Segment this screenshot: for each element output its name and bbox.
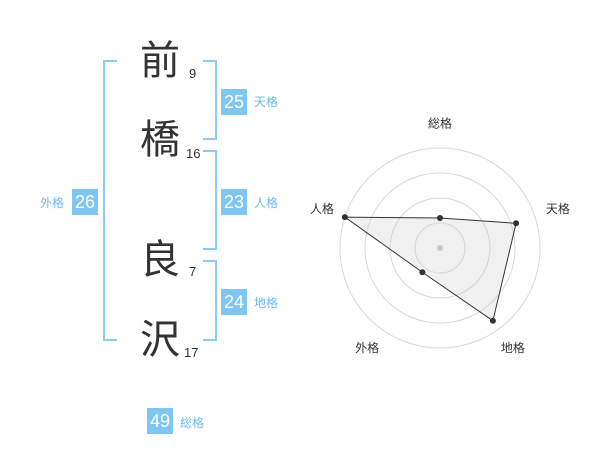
- radar-axis-label: 外格: [355, 340, 379, 355]
- radar-axis-label: 総格: [428, 116, 452, 131]
- name-char-3: 良: [140, 237, 180, 283]
- radar-ring: [389, 197, 491, 299]
- gaikaku-bracket: [103, 60, 117, 341]
- stroke-count-4: 17: [184, 345, 199, 360]
- stroke-count-3: 7: [189, 264, 197, 279]
- radar-ring: [339, 147, 541, 349]
- chikaku-value: 24: [221, 289, 247, 315]
- name-char-4: 沢: [140, 317, 180, 363]
- tenkaku-value: 25: [221, 89, 247, 115]
- radar-ring: [414, 222, 466, 274]
- stroke-count-2: 16: [186, 146, 201, 161]
- jinkaku-value: 23: [221, 189, 247, 215]
- gaikaku-label: 外格: [40, 196, 65, 210]
- radar-axis-label: 人格: [310, 201, 334, 216]
- chikaku-label: 地格: [254, 296, 279, 310]
- radar-axis-label: 地格: [501, 340, 525, 355]
- jinkaku-label: 人格: [254, 196, 279, 210]
- radar-point: [513, 220, 520, 227]
- radar-point: [437, 215, 443, 221]
- radar-shape: [343, 216, 517, 322]
- chikaku-bracket: [203, 260, 217, 341]
- jinkaku-bracket: [203, 150, 217, 250]
- radar-point: [419, 269, 426, 276]
- radar-ring: [364, 172, 516, 324]
- name-char-2: 橋: [140, 117, 180, 163]
- radar-point: [489, 317, 496, 324]
- stroke-count-1: 9: [189, 66, 197, 81]
- radar-axis-label: 天格: [546, 201, 570, 216]
- soukaku-value: 49: [147, 408, 173, 434]
- gaikaku-value: 26: [72, 189, 98, 215]
- name-char-1: 前: [140, 38, 180, 84]
- soukaku-label: 総格: [180, 416, 205, 430]
- tenkaku-label: 天格: [254, 95, 279, 109]
- tenkaku-bracket: [203, 60, 217, 140]
- radar-center: [437, 245, 443, 251]
- radar-point: [341, 214, 348, 221]
